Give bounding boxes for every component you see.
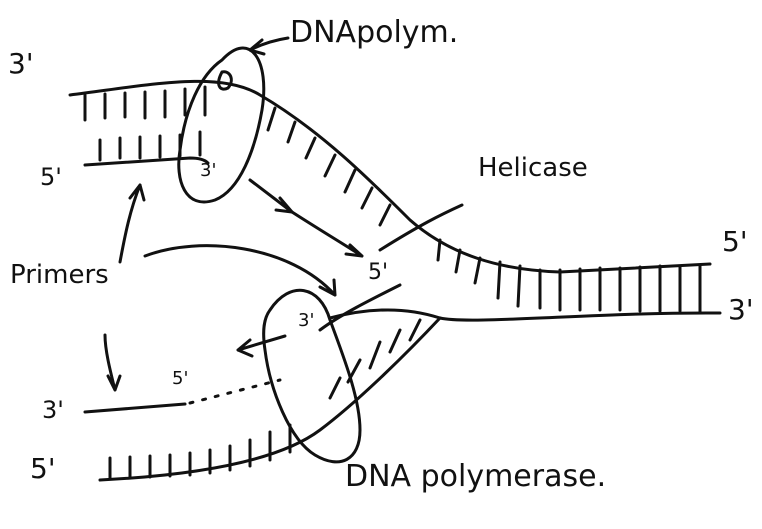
lagging-gap (190, 380, 280, 403)
strand-end-inner-top-3: 3' (200, 162, 216, 180)
strand-end-fork-5: 5' (368, 262, 388, 284)
rungs-upper-left (85, 87, 205, 160)
arrow-primer-curve (145, 246, 335, 295)
strand-end-top-3: 3' (8, 50, 34, 78)
primers-label: Primers (10, 262, 109, 288)
lower-right-strand (330, 310, 720, 320)
upper-new-strand (85, 158, 208, 165)
strand-end-inner-bottom-3: 3' (298, 312, 314, 330)
dna-polymerase-top-label: DNApolym. (290, 18, 458, 48)
dna-polymerase-bottom-label: DNA polymerase. (345, 462, 606, 492)
strand-end-right-5: 5' (722, 228, 748, 256)
strand-end-lag-3: 3' (42, 398, 64, 422)
strand-end-lag-5: 5' (172, 370, 188, 388)
arrow-polymerase-direction (250, 180, 292, 212)
helicase-label: Helicase (478, 155, 588, 181)
arrow-primer-down (105, 335, 120, 390)
arrow-fork-pointer (292, 212, 362, 256)
rungs-right (438, 240, 700, 312)
arrow-to-polymerase-label (250, 38, 288, 54)
arrow-primer-up (120, 185, 144, 262)
arrow-bottom-polymerase (238, 336, 285, 356)
strand-end-top-5: 5' (40, 165, 62, 189)
strand-end-right-3: 3' (728, 296, 754, 324)
lagging-primer (85, 404, 185, 412)
strand-end-bottom-5: 5' (30, 455, 56, 483)
